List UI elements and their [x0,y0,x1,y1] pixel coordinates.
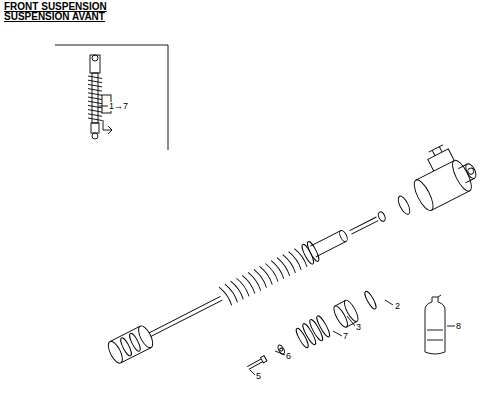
callout-number: 1→7 [108,102,129,111]
lubricant-can [425,295,445,354]
inset-frame [55,45,168,150]
subtitle: SUSPENSION AVANT [4,12,105,22]
callout-number: 6 [285,352,292,361]
inset-shock [88,55,112,139]
callout-number: 7 [342,332,349,341]
callout-number: 5 [255,372,262,381]
title: FRONT SUSPENSION [4,2,107,12]
illustration [55,45,480,378]
callout-number: 8 [455,322,462,331]
shock-absorber [95,137,480,369]
callout-number: 3 [355,323,362,332]
leader-lines [99,106,455,375]
piston-parts [242,288,379,378]
callout-number: 2 [394,302,401,311]
